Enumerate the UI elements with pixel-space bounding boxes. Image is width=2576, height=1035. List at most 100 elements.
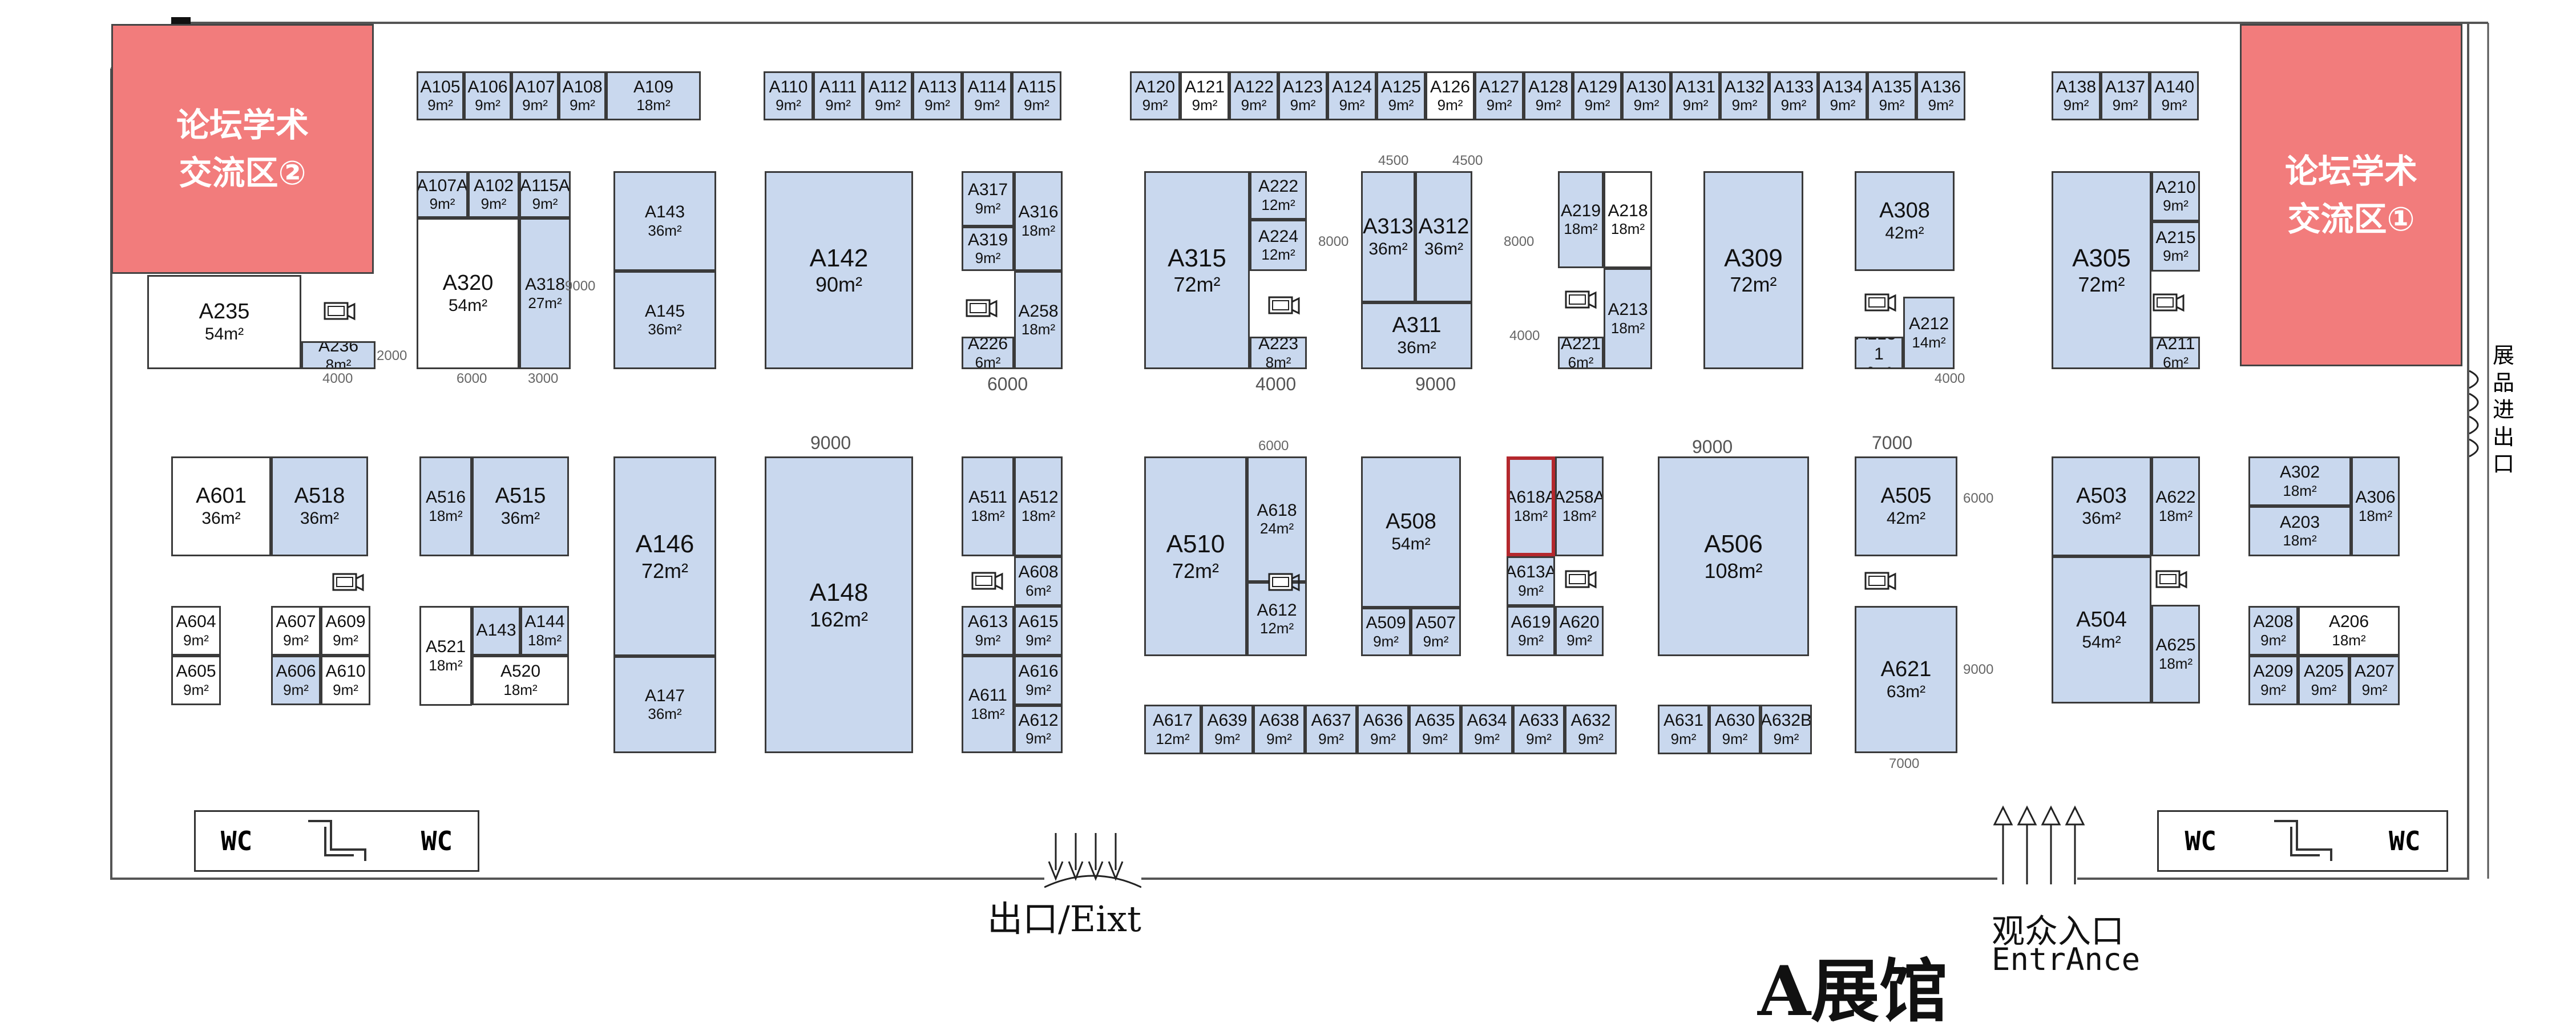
booth[interactable]: A143 [472,606,520,656]
wc-right[interactable]: WC WC [2157,810,2448,872]
forum-area-1[interactable]: 论坛学术 交流区① [2240,24,2462,366]
